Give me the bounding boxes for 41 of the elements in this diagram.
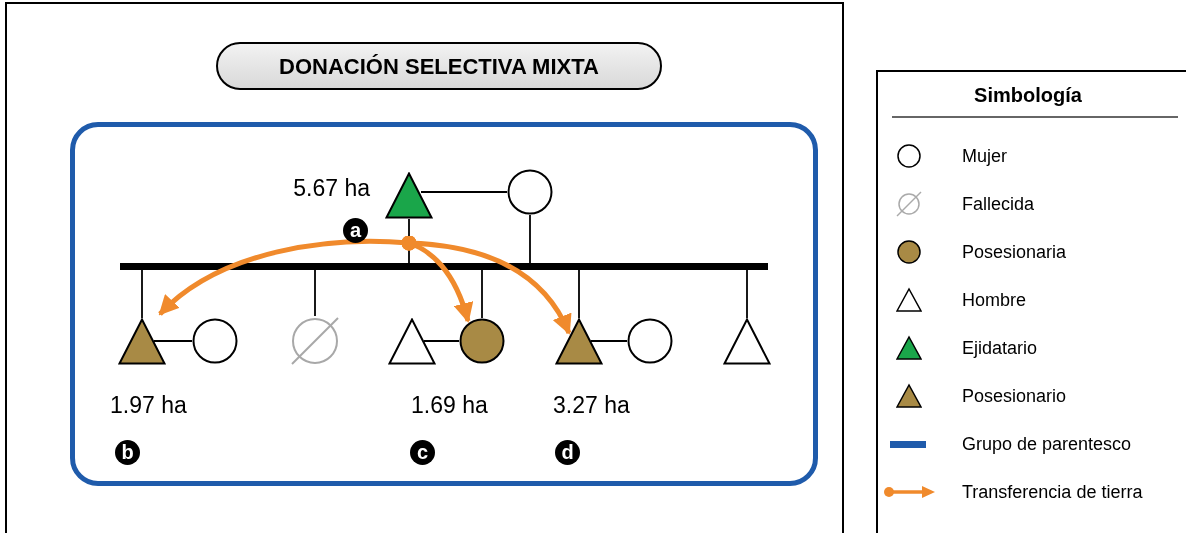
title-pill: DONACIÓN SELECTIVA MIXTA <box>216 42 662 90</box>
area-label: 5.67 ha <box>293 174 370 202</box>
person-triangle <box>118 318 166 365</box>
legend-label: Ejidatario <box>962 337 1038 359</box>
letter-badge: b <box>115 440 140 465</box>
letter-badge: d <box>555 440 580 465</box>
person-circle <box>627 318 673 364</box>
kinship-line <box>481 269 483 319</box>
kinship-line <box>314 269 316 317</box>
kinship-line <box>529 214 531 264</box>
kinship-line <box>578 269 580 319</box>
kinship-line <box>423 340 460 342</box>
legend-label: Fallecida <box>962 193 1035 215</box>
area-label: 1.97 ha <box>110 391 187 419</box>
area-label: 3.27 ha <box>553 391 630 419</box>
legend-label: Mujer <box>962 145 1007 167</box>
legend-label: Grupo de parentesco <box>962 433 1132 455</box>
legend-label: Posesionario <box>962 385 1067 407</box>
kinship-line <box>420 191 508 193</box>
legend-label: Transferencia de tierra <box>962 481 1143 503</box>
legend-title: Simbología <box>973 83 1083 108</box>
legend-label: Hombre <box>962 289 1027 311</box>
person-triangle <box>723 318 771 365</box>
kinship-line <box>141 269 143 319</box>
person-circle <box>459 318 505 364</box>
person-triangle <box>385 172 433 219</box>
transfer-arrow <box>401 235 572 335</box>
person-triangle <box>388 318 436 365</box>
kinship-line <box>153 340 193 342</box>
area-label: 1.69 ha <box>411 391 488 419</box>
letter-badge: a <box>343 218 368 243</box>
deceased-circle <box>290 316 340 366</box>
person-circle <box>192 318 238 364</box>
person-triangle <box>555 318 603 365</box>
person-circle <box>507 169 553 215</box>
sibling-bar <box>120 263 768 270</box>
kinship-line <box>590 340 628 342</box>
kinship-line <box>746 269 748 319</box>
kinship-group-frame <box>70 122 818 486</box>
legend-label: Posesionaria <box>962 241 1067 263</box>
letter-badge: c <box>410 440 435 465</box>
